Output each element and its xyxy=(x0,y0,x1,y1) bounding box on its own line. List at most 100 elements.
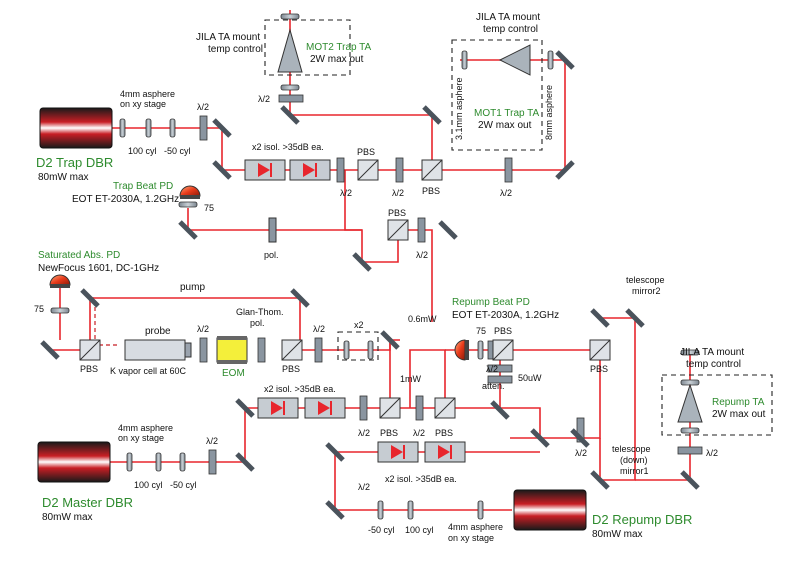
label-pbs: PBS xyxy=(80,364,98,374)
mirror xyxy=(590,470,610,490)
label-half-wave: λ/2 xyxy=(358,482,370,492)
pbs-cube xyxy=(492,339,514,361)
mirror xyxy=(80,288,100,308)
half-wave-plate xyxy=(314,337,323,363)
mot2-name: MOT2 Trap TA xyxy=(306,42,372,53)
label-tele1c: mirror1 xyxy=(620,466,649,476)
repump-laser-power: 80mW max xyxy=(592,529,643,540)
label-x2: x2 xyxy=(354,320,364,330)
laser-trap-dbr: D2 Trap DBR 80mW max xyxy=(36,107,113,183)
label-half-wave: λ/2 xyxy=(258,94,270,104)
mot1-name: MOT1 Trap TA xyxy=(474,108,540,119)
label-half-wave: λ/2 xyxy=(413,428,425,438)
pbs-cube xyxy=(434,397,456,419)
pbs-cube xyxy=(357,159,379,181)
mirror xyxy=(212,118,232,138)
label-glan2: pol. xyxy=(250,318,265,328)
mirror xyxy=(40,340,60,360)
mirror xyxy=(380,330,400,350)
label-50uw: 50uW xyxy=(518,373,542,383)
label-pbs: PBS xyxy=(422,186,440,196)
trap-cyl2-label: -50 cyl xyxy=(164,146,191,156)
half-wave-plate xyxy=(278,94,304,103)
trap-laser-name: D2 Trap DBR xyxy=(36,155,113,170)
lenses xyxy=(50,13,700,520)
sat-abs-pd xyxy=(49,274,71,288)
attenuator xyxy=(487,364,513,373)
repump-ta-power: 2W max out xyxy=(712,409,766,420)
trap-lens-label2: on xy stage xyxy=(120,99,166,109)
mot1-lens-left: 3.1mm asphere xyxy=(454,77,464,140)
lens xyxy=(169,118,176,138)
pbs-cube xyxy=(79,339,101,361)
repump-beat-model: EOT ET-2030A, 1.2GHz xyxy=(452,310,559,321)
x2-telescope-box xyxy=(337,331,379,361)
lens xyxy=(179,452,186,472)
waveplates xyxy=(199,94,703,475)
repump-ta-mount: JILA TA mount xyxy=(680,347,744,358)
label-eom: EOM xyxy=(222,368,245,379)
lens xyxy=(680,427,700,434)
label-tele1a: telescope xyxy=(612,444,651,454)
mirror xyxy=(555,160,575,180)
lens xyxy=(178,201,198,208)
sat-abs-lens: 75 xyxy=(34,304,44,314)
pbs-cube xyxy=(281,339,303,361)
attenuator xyxy=(487,375,513,384)
lens xyxy=(547,50,554,70)
half-wave-plate xyxy=(359,395,368,421)
pbs-cube xyxy=(379,397,401,419)
mirror xyxy=(352,252,372,272)
label-half-wave: λ/2 xyxy=(500,188,512,198)
half-wave-plate xyxy=(395,157,404,183)
pbs-cube xyxy=(589,339,611,361)
label-half-wave: λ/2 xyxy=(358,428,370,438)
mirror xyxy=(212,160,232,180)
label-isolator-repump: x2 isol. >35dB ea. xyxy=(385,474,457,484)
label-half-wave: λ/2 xyxy=(575,448,587,458)
half-wave-plate xyxy=(257,337,266,363)
mirror xyxy=(178,220,198,240)
half-wave-plate xyxy=(199,115,208,141)
trap-beat-lens: 75 xyxy=(204,203,214,213)
repump-cyl2-label: 100 cyl xyxy=(405,525,434,535)
master-cyl1-label: 100 cyl xyxy=(134,480,163,490)
label-tele2b: mirror2 xyxy=(632,286,661,296)
photodiodes xyxy=(49,185,469,361)
label-pbs: PBS xyxy=(590,364,608,374)
beam-trap-beat xyxy=(187,208,433,322)
mirror xyxy=(422,105,442,125)
isolator-repump xyxy=(377,441,466,463)
isolator-trap xyxy=(244,159,331,181)
lens xyxy=(126,452,133,472)
mirror xyxy=(490,400,510,420)
polarizer xyxy=(268,217,277,243)
trap-beat-name: Trap Beat PD xyxy=(113,181,173,192)
mirror xyxy=(280,105,300,125)
mirrors xyxy=(40,50,700,520)
isolator-master xyxy=(257,397,346,419)
label-half-wave: λ/2 xyxy=(416,250,428,260)
mirror xyxy=(680,470,700,490)
repump-ta-name: Repump TA xyxy=(712,397,765,408)
label-pbs: PBS xyxy=(494,326,512,336)
vapor-cell xyxy=(124,339,192,361)
laser-master-dbr: D2 Master DBR 80mW max xyxy=(37,441,133,523)
trap-beat-model: EOT ET-2030A, 1.2GHz xyxy=(72,194,179,205)
lens xyxy=(367,340,374,360)
label-pol: pol. xyxy=(264,250,279,260)
lens xyxy=(477,500,484,520)
mirror xyxy=(555,50,575,70)
lens xyxy=(119,118,126,138)
label-half-wave: λ/2 xyxy=(206,436,218,446)
label-probe: probe xyxy=(145,326,171,337)
trap-cyl1-label: 100 cyl xyxy=(128,146,157,156)
mirror xyxy=(438,220,458,240)
label-glan1: Glan-Thom. xyxy=(236,307,284,317)
label-half-wave: λ/2 xyxy=(313,324,325,334)
label-half-wave: λ/2 xyxy=(197,324,209,334)
trap-lens-label: 4mm asphere xyxy=(120,89,175,99)
lens xyxy=(477,340,484,360)
ta-mot1 xyxy=(498,44,531,76)
mirror xyxy=(235,452,255,472)
